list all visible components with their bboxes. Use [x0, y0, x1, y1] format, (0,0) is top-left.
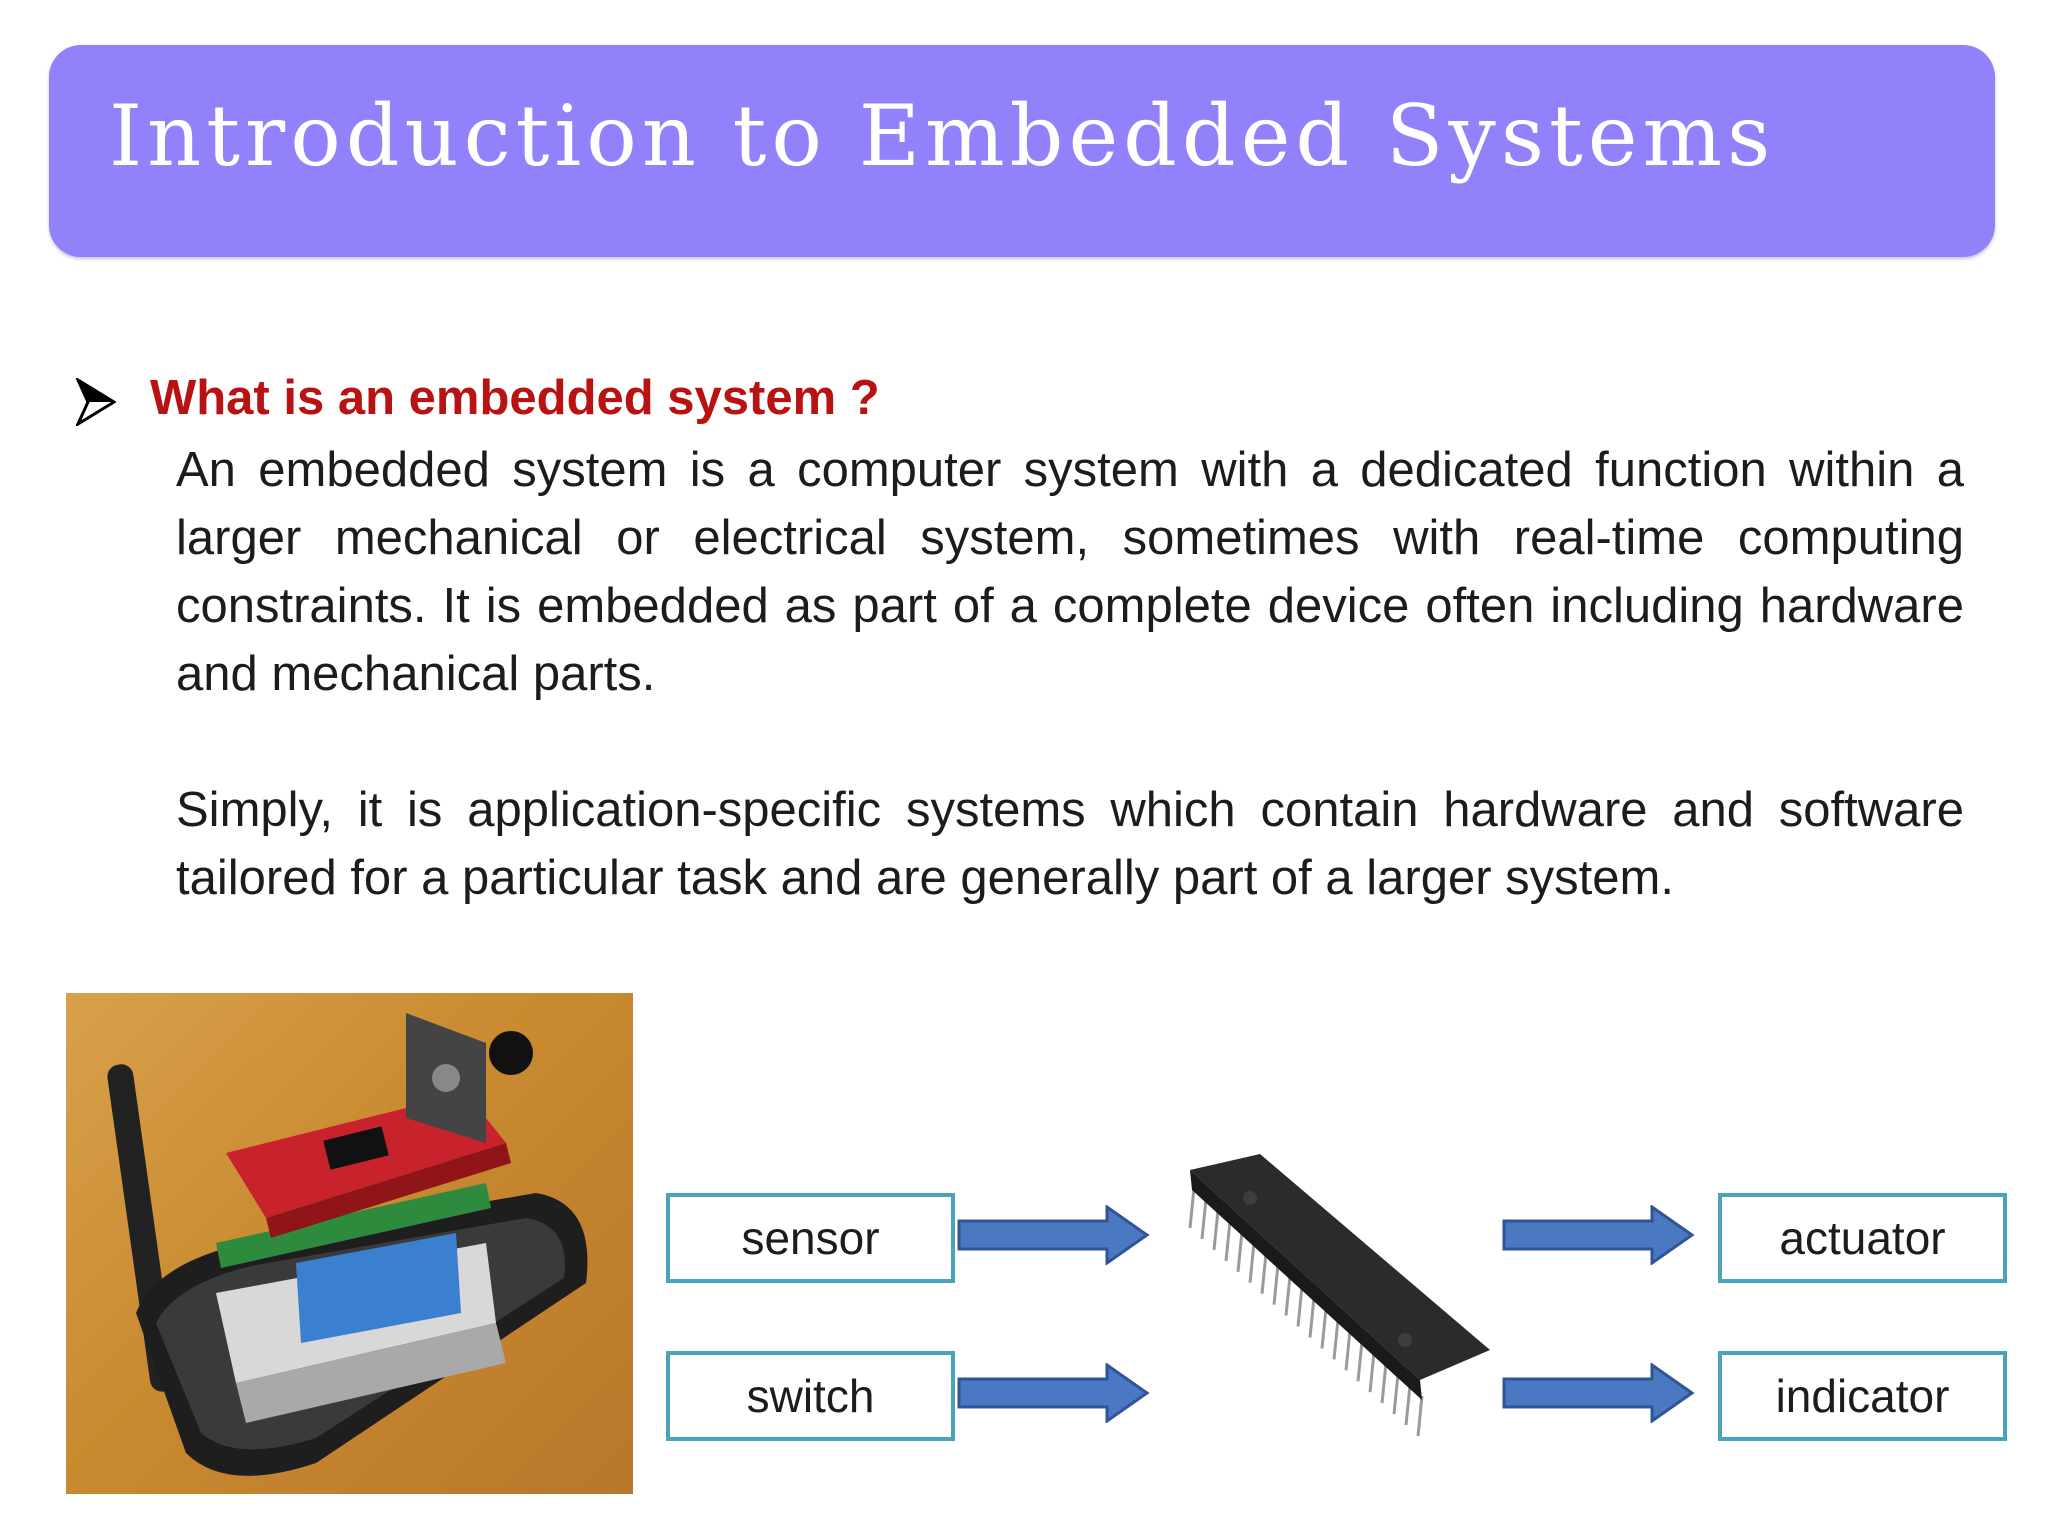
section-heading: What is an embedded system ?	[150, 371, 880, 425]
chip-to-indicator-arrow	[1502, 1363, 1695, 1423]
switch-label: switch	[746, 1370, 875, 1422]
summary-paragraph: Simply, it is application-specific syste…	[176, 783, 1964, 905]
slide-title: Introduction to Embedded Systems	[109, 87, 1776, 185]
arrow-bullet-icon	[76, 378, 116, 426]
robot-tank-photo	[66, 993, 633, 1494]
title-banner: Introduction to Embedded Systems	[49, 45, 1995, 257]
indicator-box: indicator	[1718, 1351, 2007, 1441]
switch-box: switch	[666, 1351, 955, 1441]
definition-paragraph: An embedded system is a computer system …	[176, 443, 1964, 701]
sensor-label: sensor	[741, 1212, 880, 1264]
switch-to-chip-arrow	[957, 1363, 1150, 1423]
microcontroller-chip	[1188, 1154, 1490, 1437]
actuator-label: actuator	[1779, 1212, 1946, 1264]
indicator-label: indicator	[1775, 1370, 1950, 1422]
actuator-box: actuator	[1718, 1193, 2007, 1283]
chip-to-actuator-arrow	[1502, 1205, 1695, 1265]
sensor-to-chip-arrow	[957, 1205, 1150, 1265]
sensor-box: sensor	[666, 1193, 955, 1283]
